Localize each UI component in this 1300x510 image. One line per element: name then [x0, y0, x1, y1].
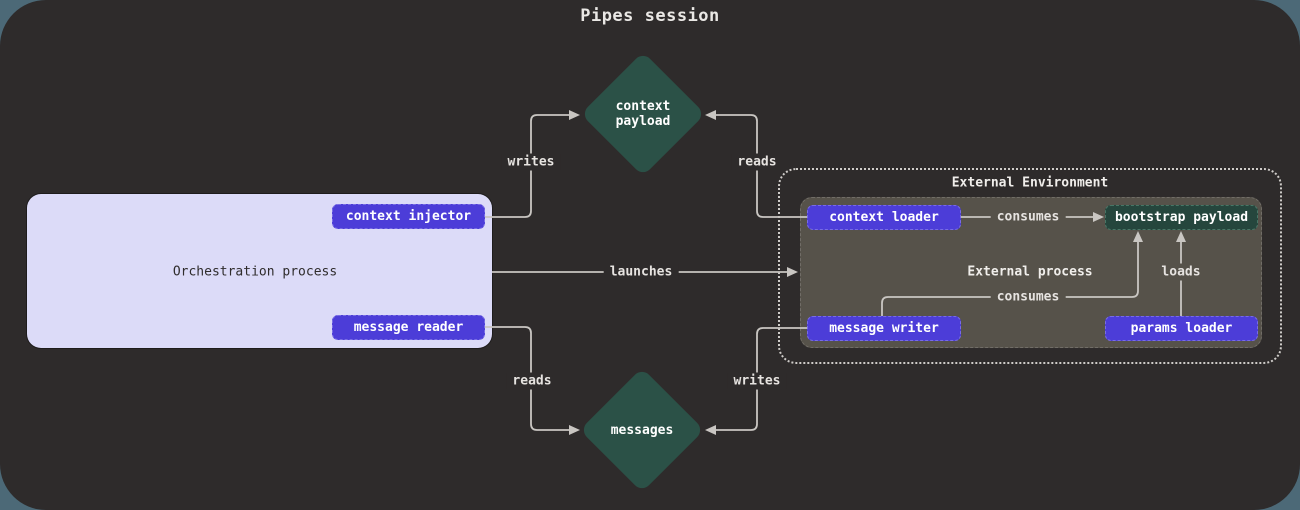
messages-label: messages [610, 422, 674, 438]
message-writer-node: message writer [807, 316, 961, 341]
orchestration-process-label: Orchestration process [172, 264, 338, 280]
edge-label-consumes-bottom: consumes [990, 288, 1066, 306]
edge-label-reads-top: reads [731, 153, 783, 171]
context-loader-node: context loader [807, 205, 961, 230]
edge-label-writes-top: writes [501, 153, 561, 171]
diagram-title: Pipes session [580, 6, 720, 26]
edge-label-loads: loads [1155, 263, 1207, 281]
bootstrap-payload-node: bootstrap payload [1105, 205, 1258, 230]
edge-label-writes-bottom: writes [727, 372, 787, 390]
edge-label-consumes-top: consumes [990, 208, 1066, 226]
message-reader-node: message reader [332, 315, 485, 340]
context-injector-node: context injector [332, 204, 485, 229]
context-payload-label: context payload [615, 99, 671, 129]
external-process-label: External process [967, 264, 1093, 280]
edge-label-reads-bottom: reads [506, 372, 558, 390]
params-loader-node: params loader [1105, 316, 1258, 341]
external-environment-label: External Environment [951, 175, 1109, 191]
edge-label-launches: launches [603, 263, 679, 281]
external-environment-group [778, 168, 1282, 364]
